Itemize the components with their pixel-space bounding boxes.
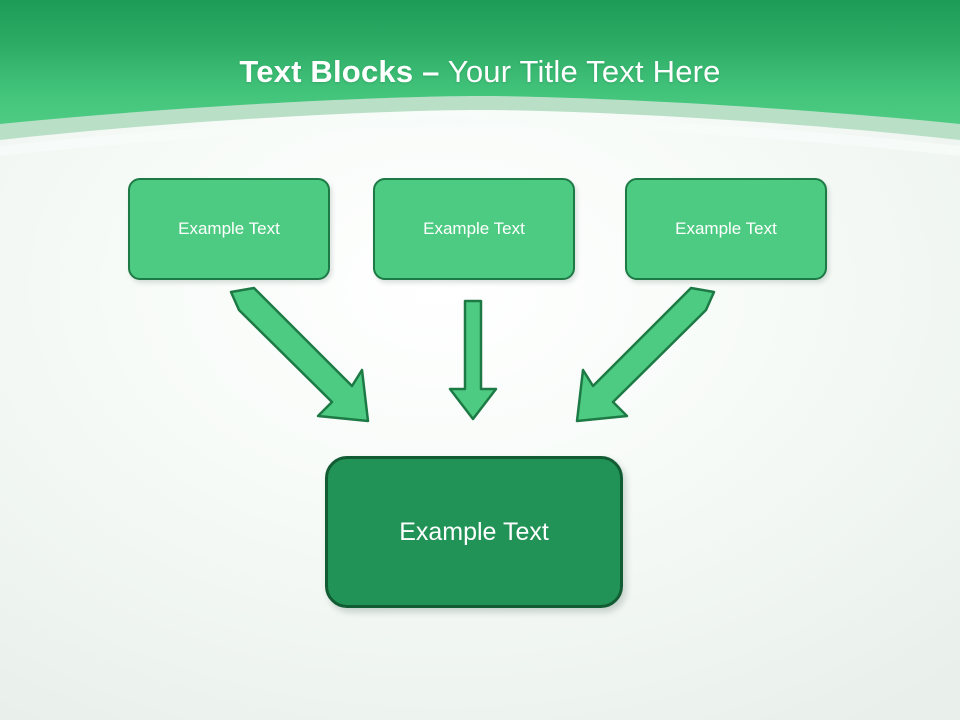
arrow-left [229,286,370,423]
text-block-1[interactable]: Example Text [128,178,330,280]
header-shape [0,0,960,156]
arrow-center [448,299,498,421]
text-block-1-label: Example Text [178,219,280,238]
title-strong: Text Blocks – [239,54,440,89]
text-block-summary-label: Example Text [399,517,549,546]
text-block-3-label: Example Text [675,219,777,238]
header-highlight [0,116,960,156]
header-fill [0,0,960,124]
text-block-2[interactable]: Example Text [373,178,575,280]
title-light: Your Title Text Here [447,54,721,89]
text-block-2-label: Example Text [423,219,525,238]
slide-header [0,0,960,190]
text-block-3[interactable]: Example Text [625,178,827,280]
page-title: Text Blocks – Your Title Text Here [0,52,960,92]
text-block-summary[interactable]: Example Text [325,456,623,608]
arrow-right [575,286,716,423]
